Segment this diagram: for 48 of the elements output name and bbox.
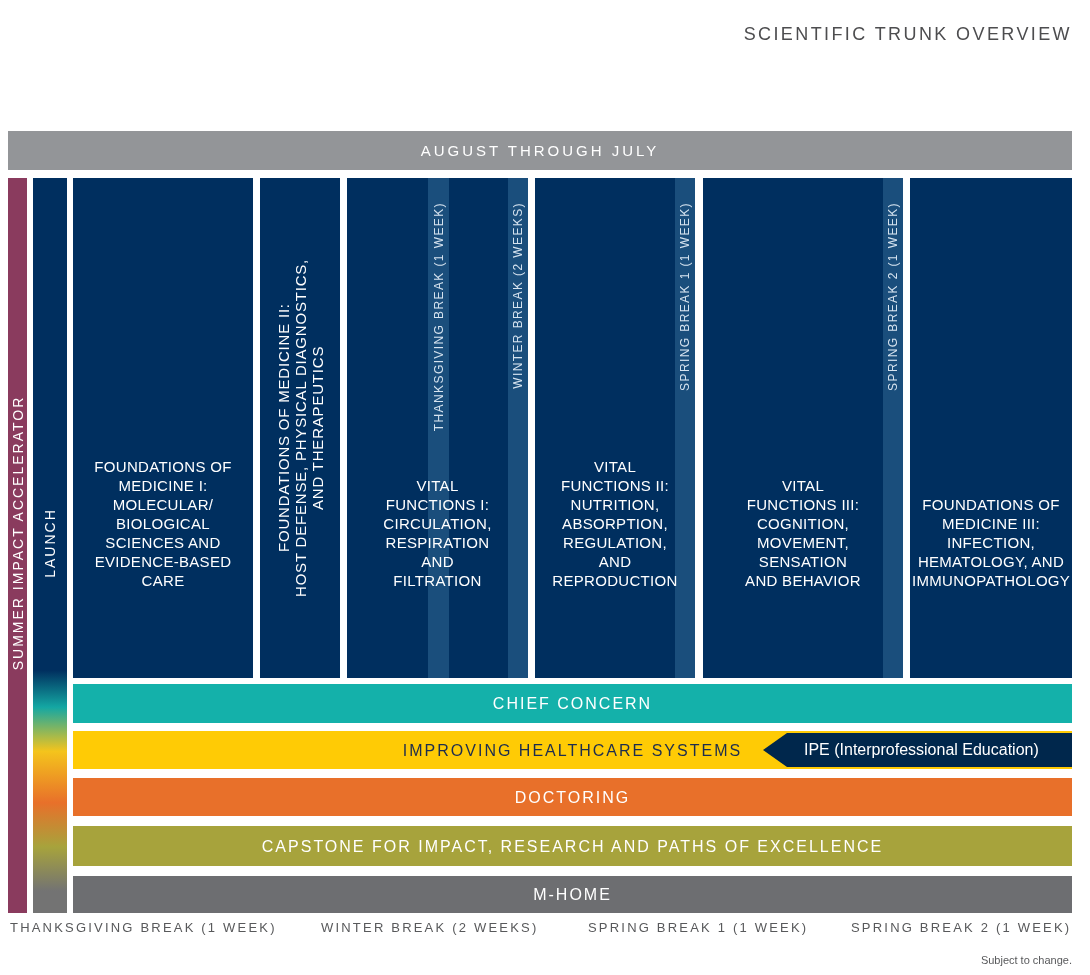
bar-label: CHIEF CONCERN: [492, 694, 653, 713]
break-label: SPRING BREAK 1 (1 WEEK): [678, 202, 692, 391]
course-bar: [73, 876, 1072, 913]
arrow-banner: [763, 733, 1072, 767]
course-title: VITAL FUNCTIONS II:: [559, 457, 671, 495]
banner-label: IPE (Interprofessional Education): [804, 740, 1039, 760]
course-bar: [73, 731, 1072, 769]
vertical-bar: [8, 178, 27, 913]
course-block: [73, 178, 253, 678]
bar-label: IMPROVING HEALTHCARE SYSTEMS: [402, 740, 743, 760]
break-strip: [508, 178, 528, 678]
course-title: FOUNDATIONS OF MEDICINE III:: [921, 495, 1061, 533]
course-bar: [73, 826, 1072, 866]
course-block: [535, 178, 695, 678]
break-label: SPRING BREAK 2 (1 WEEK): [886, 202, 900, 391]
course-topics: COGNITION, MOVEMENT, SENSATION AND BEHAVIOR: [744, 514, 862, 590]
course-block: [703, 178, 903, 678]
bar-label: M-HOME: [533, 885, 612, 904]
bar-label: CAPSTONE FOR IMPACT, RESEARCH AND PATHS OF EXCELLENCE: [261, 836, 884, 856]
course-bar: [73, 778, 1072, 816]
course-topics: NUTRITION, ABSORPTION, REGULATION, AND REPRODUCTION: [551, 495, 679, 590]
break-label: SPRING BREAK 1 (1 WEEK): [588, 920, 809, 936]
course-title: VITAL FUNCTIONS III:: [745, 476, 861, 514]
course-title: FOUNDATIONS OF MEDICINE II:: [274, 303, 292, 553]
vertical-bar: [33, 178, 67, 913]
bar-label: DOCTORING: [514, 787, 631, 807]
course-topics: MOLECULAR/ BIOLOGICAL SCIENCES AND EVIDENCE-BASED CARE: [94, 495, 232, 590]
course-block: [260, 178, 340, 678]
course-title: VITAL FUNCTIONS I:: [384, 476, 491, 514]
bar-label: LAUNCH: [42, 508, 58, 578]
course-topics: CIRCULATION, RESPIRATION AND FILTRATION: [382, 514, 493, 590]
break-label: THANKSGIVING BREAK (1 WEEK): [432, 202, 446, 432]
footnote: Subject to change.: [980, 953, 1072, 967]
course-block: [910, 178, 1072, 678]
page-title: SCIENTIFIC TRUNK OVERVIEW: [743, 24, 1072, 45]
break-label: WINTER BREAK (2 WEEKS): [321, 920, 539, 936]
course-title: FOUNDATIONS OF MEDICINE I:: [94, 457, 232, 495]
break-label: WINTER BREAK (2 WEEKS): [511, 202, 525, 389]
header-band: [8, 131, 1072, 170]
bar-label: AUGUST THROUGH JULY: [420, 141, 660, 160]
course-topics: INFECTION, HEMATOLOGY, AND IMMUNOPATHOLOGY: [912, 533, 1070, 590]
break-label: SPRING BREAK 2 (1 WEEK): [851, 920, 1072, 936]
break-label: THANKSGIVING BREAK (1 WEEK): [10, 920, 277, 936]
course-block: [347, 178, 528, 678]
break-strip: [883, 178, 903, 678]
course-topics: HOST DEFENSE, PHYSICAL DIAGNOSTICS, AND THERAPEUTICS: [291, 257, 326, 600]
course-bar: [73, 684, 1072, 723]
bar-label: SUMMER IMPACT ACCELERATOR: [10, 395, 26, 671]
